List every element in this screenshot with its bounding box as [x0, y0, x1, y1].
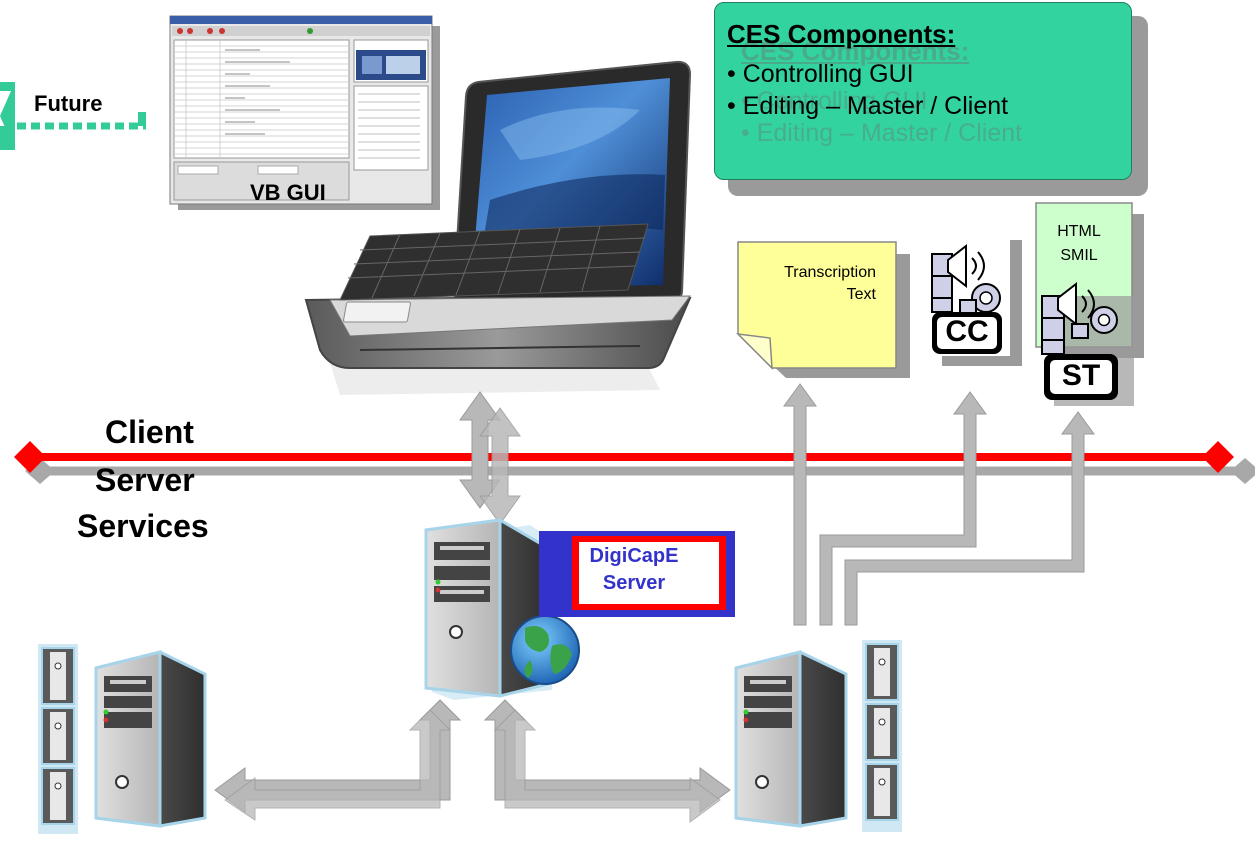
digicape-box [539, 531, 735, 617]
ces-item-editing: • Editing – Master / Client [727, 92, 1009, 120]
cc-media-icon [930, 230, 1022, 366]
ces-title: CES Components: [727, 19, 956, 49]
st-media-icon [1041, 281, 1134, 406]
digicape-server-word: Server [602, 572, 666, 594]
right-diamond-icon [1202, 441, 1234, 473]
smil-word: SMIL [1060, 247, 1098, 264]
ces-item-shadow: • Controlling GUI [741, 87, 928, 115]
network-line [14, 441, 1234, 473]
transcription-word: Transcription [784, 264, 876, 281]
ces-item-shadow: • Editing – Master / Client [741, 119, 1023, 147]
left-diamond-icon [14, 441, 46, 473]
text-word: Text [846, 286, 876, 303]
ces-title-shadow: CES Components: [741, 36, 970, 66]
ces-item-controlling-gui: • Controlling GUI [727, 60, 914, 88]
client-label: Client [105, 414, 194, 450]
digicape-word: DigiCapE [589, 545, 679, 567]
ces-components-box [714, 2, 1132, 180]
laptop-icon [304, 60, 692, 395]
future-label: Future [34, 91, 103, 116]
vb-gui-screenshot [169, 15, 440, 210]
cc-label: CC [945, 315, 989, 348]
right-server-icon [734, 640, 902, 832]
digicape-server-label: DigiCapE Server [574, 543, 694, 597]
center-server-icon [424, 518, 580, 700]
st-label: ST [1061, 359, 1101, 392]
transcription-note-icon [735, 241, 910, 378]
server-label: Server [95, 462, 195, 498]
future-arrow [0, 82, 146, 150]
html-word: HTML [1057, 223, 1101, 240]
services-label: Services [77, 508, 209, 544]
vb-gui-label: VB GUI [250, 180, 326, 205]
arrows [214, 383, 1095, 823]
transcription-text-label: Transcription Text [748, 262, 876, 306]
html-smil-label: HTML SMIL [1038, 220, 1120, 268]
network-line-shadow [25, 458, 1255, 484]
left-server-icon [38, 644, 207, 834]
